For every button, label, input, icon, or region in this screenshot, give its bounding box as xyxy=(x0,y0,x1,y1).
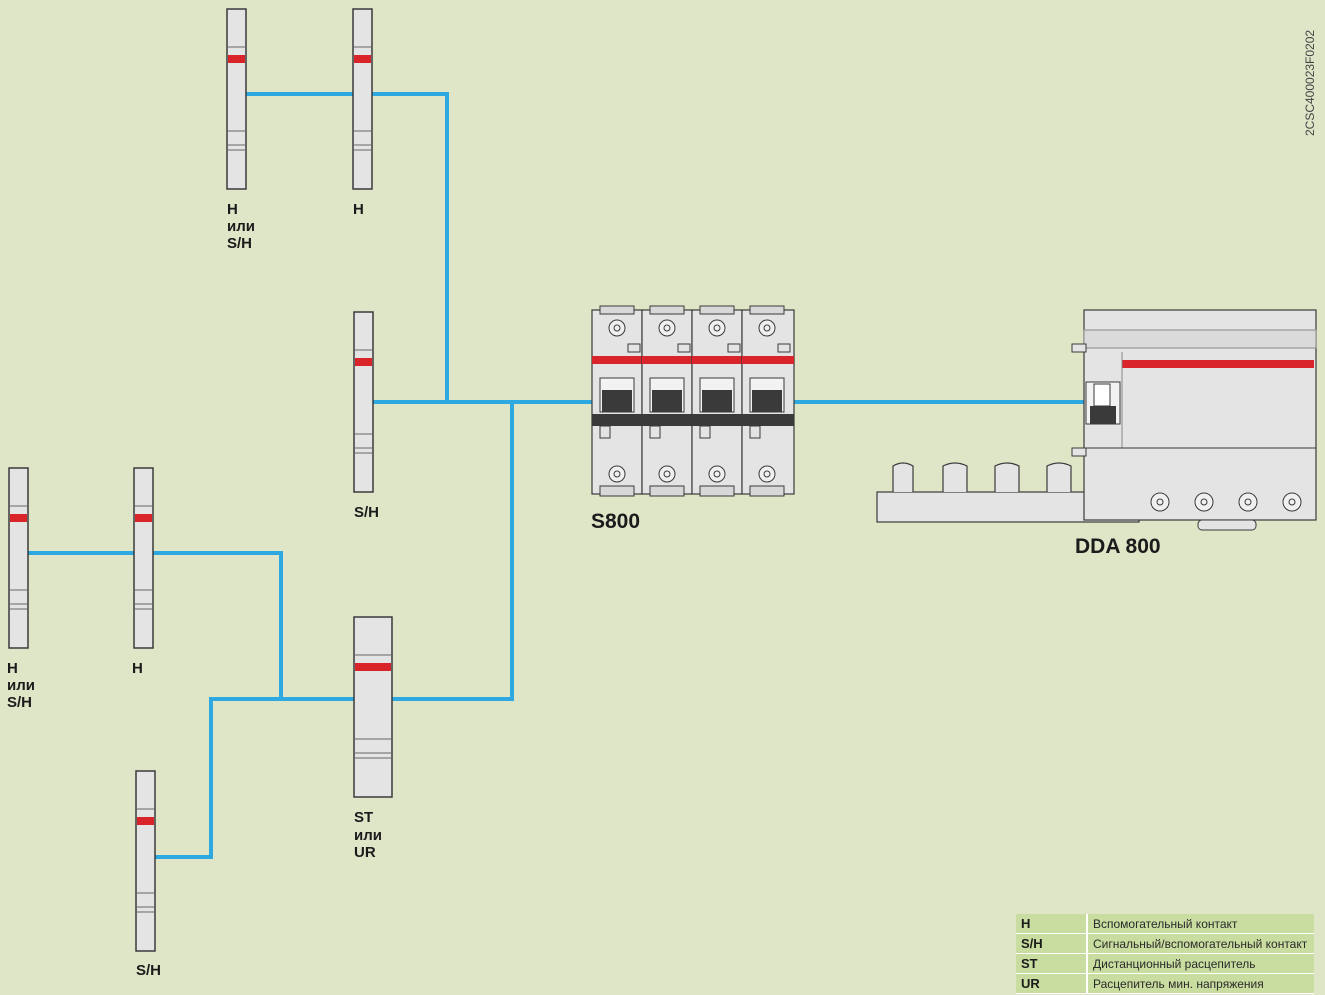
label-top-left-line1: H xyxy=(227,201,238,218)
aux-module-left-second xyxy=(133,467,154,649)
label-left-first-line2: или xyxy=(7,677,35,694)
legend-abbr: UR xyxy=(1016,973,1088,994)
dda800-busbar-pins xyxy=(892,462,1072,492)
label-st-ur-line1: ST xyxy=(354,809,373,826)
figure-code: 2CSC400023F0202 xyxy=(1303,30,1317,136)
label-left-first-line1: H xyxy=(7,660,18,677)
aux-module-middle xyxy=(353,311,374,493)
label-dda800: DDA 800 xyxy=(1075,535,1161,558)
legend-abbr: S/H xyxy=(1016,933,1088,954)
wire-left-drop xyxy=(151,551,356,701)
label-bottom: S/H xyxy=(136,962,161,979)
legend-abbr: H xyxy=(1016,914,1088,934)
legend-desc: Сигнальный/вспомогательный контакт xyxy=(1087,933,1314,954)
wire-to-st-ur xyxy=(390,400,514,701)
s800-pole-4 xyxy=(741,305,795,497)
legend-row: H Вспомогательный контакт xyxy=(1016,914,1314,934)
legend-row: S/H Сигнальный/вспомогательный контакт xyxy=(1016,933,1314,954)
label-left-first-line3: S/H xyxy=(7,694,32,711)
label-left-second: H xyxy=(132,660,143,677)
legend-abbr: ST xyxy=(1016,953,1088,974)
legend-desc: Дистанционный расцепитель xyxy=(1087,953,1314,974)
s800-pole-3 xyxy=(691,305,743,497)
label-top-left-line2: или xyxy=(227,218,255,235)
s800-pole-1 xyxy=(591,305,643,497)
wire-bottom xyxy=(154,697,283,859)
label-middle: S/H xyxy=(354,504,379,521)
aux-module-left-first xyxy=(8,467,29,649)
label-top-right: H xyxy=(353,201,364,218)
label-st-ur-line2: или xyxy=(354,827,382,844)
label-top-left-line3: S/H xyxy=(227,235,252,252)
connection-wires xyxy=(26,92,1086,859)
legend-table: H Вспомогательный контакт S/H Сигнальный… xyxy=(1016,914,1314,994)
aux-module-bottom xyxy=(135,770,156,952)
s800-breaker xyxy=(591,305,795,497)
legend-row: UR Расцепитель мин. напряжения xyxy=(1016,973,1314,994)
dda800-block xyxy=(876,309,1317,531)
st-ur-module xyxy=(353,616,393,798)
legend-desc: Вспомогательный контакт xyxy=(1087,914,1314,934)
dda800-red-stripe xyxy=(1122,360,1314,368)
legend-desc: Расцепитель мин. напряжения xyxy=(1087,973,1314,994)
legend-row: ST Дистанционный расцепитель xyxy=(1016,953,1314,974)
label-s800: S800 xyxy=(591,510,640,533)
label-st-ur-line3: UR xyxy=(354,844,376,861)
s800-pole-2 xyxy=(641,305,693,497)
wire-top-drop xyxy=(370,92,449,404)
aux-module-top-right xyxy=(352,8,373,190)
aux-module-top-left xyxy=(226,8,247,190)
